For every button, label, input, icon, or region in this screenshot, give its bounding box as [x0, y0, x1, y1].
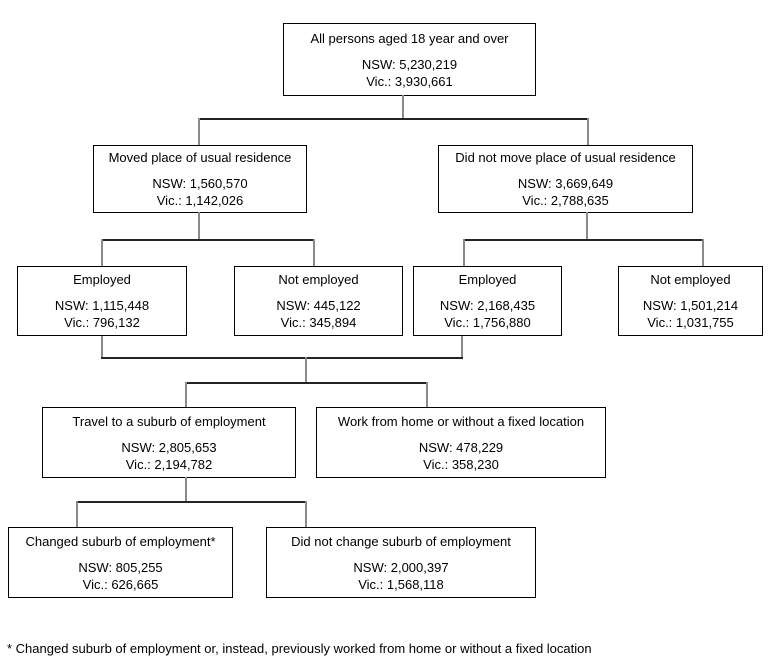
node-title: Work from home or without a fixed locati…	[337, 413, 585, 429]
connector-line	[587, 118, 589, 146]
nsw-value: NSW: 5,230,219	[361, 56, 458, 72]
node-title: Not employed	[278, 272, 359, 287]
footnote: * Changed suburb of employment or, inste…	[7, 641, 592, 656]
node-work-from-home: Work from home or without a fixed locati…	[316, 407, 606, 478]
connector-line	[101, 357, 463, 359]
vic-value: Vic.: 358,230	[423, 456, 499, 472]
nsw-value: NSW: 1,560,570	[152, 176, 248, 191]
connector-line	[101, 336, 103, 359]
vic-value: Vic.: 1,756,880	[444, 315, 531, 330]
vic-value: Vic.: 1,568,118	[358, 576, 444, 592]
connector-line	[185, 382, 187, 408]
node-values: NSW: 5,230,219 Vic.: 3,930,661	[362, 56, 457, 90]
connector-line	[586, 212, 588, 241]
node-title: Not employed	[650, 272, 731, 287]
nsw-value: NSW: 478,229	[418, 439, 504, 455]
connector-line	[198, 118, 589, 120]
node-values: NSW: 2,000,397 Vic.: 1,568,118	[353, 559, 448, 593]
node-travel-to-suburb: Travel to a suburb of employment NSW: 2,…	[42, 407, 296, 478]
node-title: Employed	[73, 272, 131, 287]
vic-value: Vic.: 3,930,661	[366, 73, 453, 89]
nsw-value: NSW: 3,669,649	[517, 176, 614, 191]
node-values: NSW: 445,122 Vic.: 345,894	[276, 297, 360, 331]
vic-value: Vic.: 2,194,782	[125, 456, 213, 472]
vic-value: Vic.: 2,788,635	[522, 193, 609, 208]
node-values: NSW: 478,229 Vic.: 358,230	[419, 439, 503, 473]
connector-line	[76, 501, 78, 528]
connector-line	[426, 382, 428, 408]
connector-line	[198, 118, 200, 146]
connector-line	[463, 239, 704, 241]
node-all-persons: All persons aged 18 year and over NSW: 5…	[283, 23, 536, 96]
connector-line	[76, 501, 307, 503]
connector-line	[185, 382, 428, 384]
connector-line	[702, 239, 704, 267]
connector-line	[305, 501, 307, 528]
node-moved-residence: Moved place of usual residence NSW: 1,56…	[93, 145, 307, 213]
node-did-not-change-suburb: Did not change suburb of employment NSW:…	[266, 527, 536, 598]
node-title: Did not move place of usual residence	[455, 150, 676, 165]
node-notmoved-not-employed: Not employed NSW: 1,501,214 Vic.: 1,031,…	[618, 266, 763, 336]
connector-line	[185, 477, 187, 503]
node-title: Moved place of usual residence	[108, 150, 292, 165]
node-values: NSW: 2,168,435 Vic.: 1,756,880	[440, 297, 535, 331]
node-values: NSW: 2,805,653 Vic.: 2,194,782	[121, 439, 216, 473]
connector-line	[101, 239, 315, 241]
node-moved-not-employed: Not employed NSW: 445,122 Vic.: 345,894	[234, 266, 403, 336]
connector-line	[101, 239, 103, 267]
node-values: NSW: 1,115,448 Vic.: 796,132	[55, 297, 149, 331]
node-values: NSW: 805,255 Vic.: 626,665	[78, 559, 162, 593]
nsw-value: NSW: 1,501,214	[642, 298, 739, 313]
vic-value: Vic.: 1,031,755	[647, 315, 734, 330]
node-values: NSW: 3,669,649 Vic.: 2,788,635	[518, 175, 613, 209]
connector-line	[461, 336, 463, 359]
node-title: Changed suburb of employment*	[25, 533, 216, 549]
connector-line	[198, 212, 200, 241]
node-moved-employed: Employed NSW: 1,115,448 Vic.: 796,132	[17, 266, 187, 336]
connector-line	[305, 357, 307, 384]
vic-value: Vic.: 1,142,026	[156, 193, 244, 208]
node-title: Employed	[458, 272, 517, 287]
node-did-not-move-residence: Did not move place of usual residence NS…	[438, 145, 693, 213]
node-title: Did not change suburb of employment	[291, 533, 511, 549]
node-title: Travel to a suburb of employment	[72, 413, 266, 429]
nsw-value: NSW: 805,255	[78, 559, 163, 575]
vic-value: Vic.: 796,132	[64, 315, 140, 330]
node-title: All persons aged 18 year and over	[310, 30, 509, 46]
node-changed-suburb: Changed suburb of employment* NSW: 805,2…	[8, 527, 233, 598]
vic-value: Vic.: 345,894	[280, 315, 357, 330]
node-values: NSW: 1,560,570 Vic.: 1,142,026	[152, 175, 247, 209]
node-notmoved-employed: Employed NSW: 2,168,435 Vic.: 1,756,880	[413, 266, 562, 336]
nsw-value: NSW: 2,805,653	[121, 439, 217, 455]
node-values: NSW: 1,501,214 Vic.: 1,031,755	[643, 297, 738, 331]
connector-line	[313, 239, 315, 267]
nsw-value: NSW: 445,122	[276, 298, 361, 313]
vic-value: Vic.: 626,665	[82, 576, 159, 592]
nsw-value: NSW: 1,115,448	[54, 298, 150, 313]
connector-line	[402, 95, 404, 120]
nsw-value: NSW: 2,000,397	[353, 559, 449, 575]
connector-line	[463, 239, 465, 267]
nsw-value: NSW: 2,168,435	[439, 298, 536, 313]
